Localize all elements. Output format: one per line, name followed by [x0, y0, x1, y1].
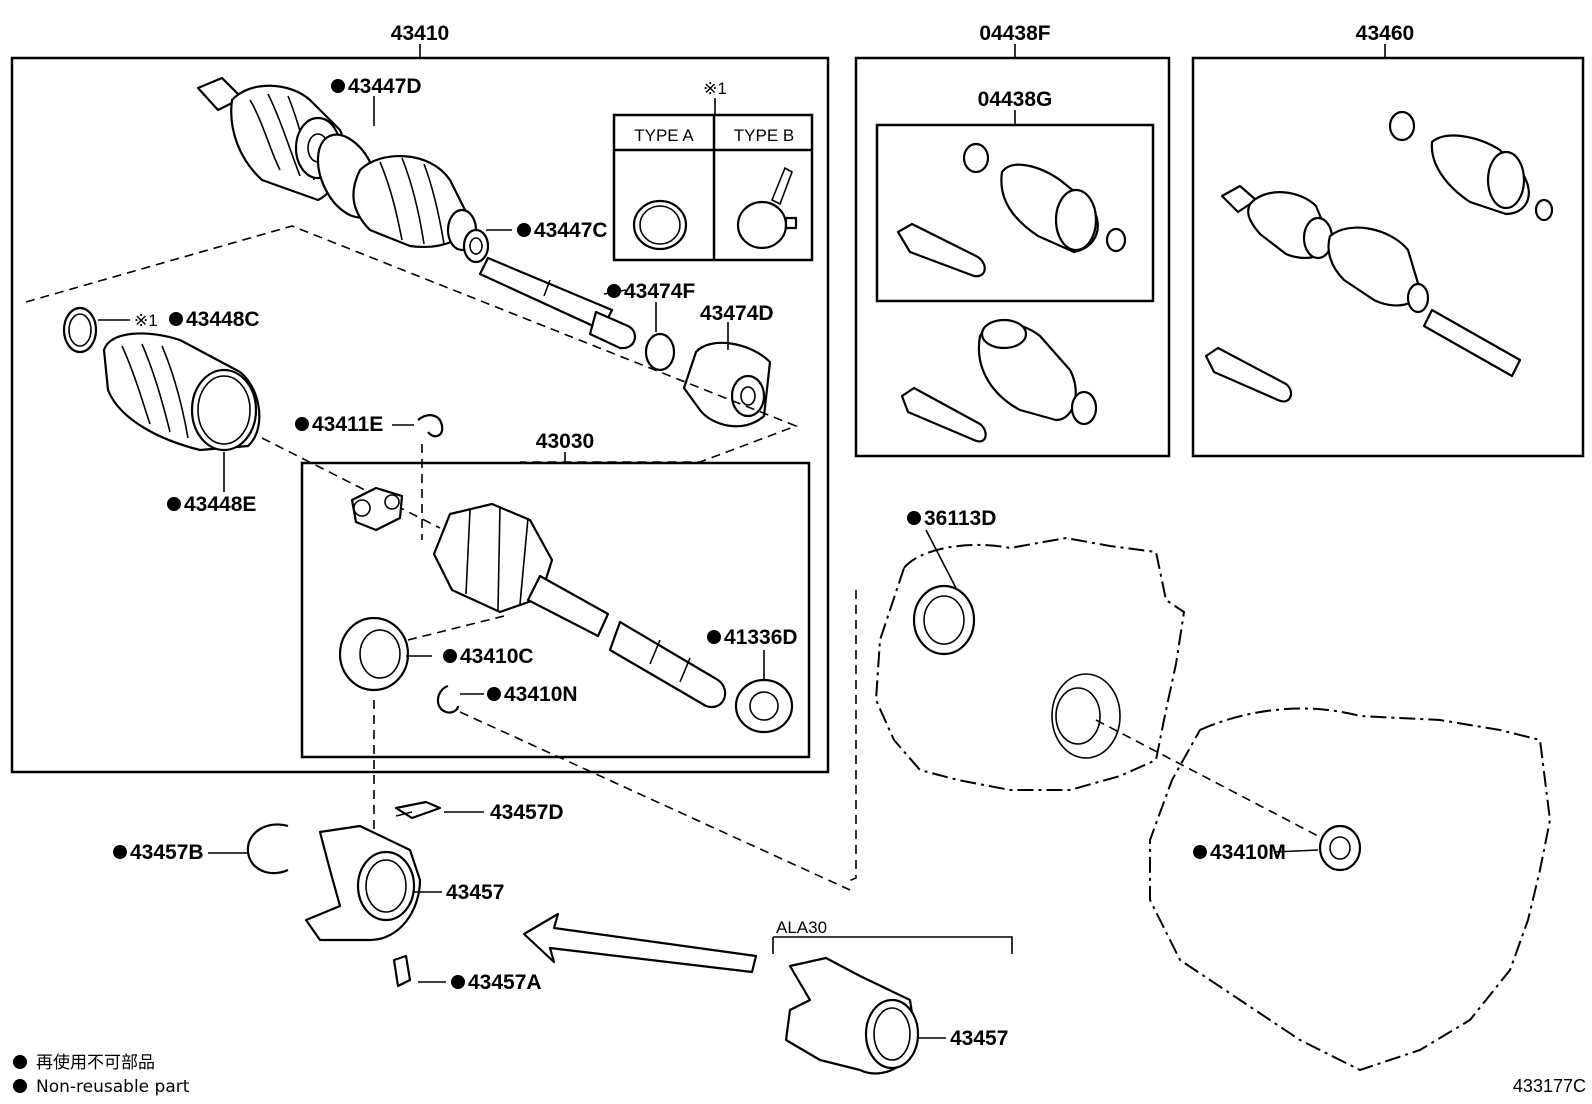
label-43447C: 43447C: [534, 219, 608, 242]
assembly-leaders: [419, 44, 1386, 954]
frame-04438F: [854, 56, 1171, 458]
label-36113D: 36113D: [924, 507, 996, 530]
non-reusable-dot: [451, 975, 465, 989]
label-43410C: 43410C: [460, 645, 534, 668]
non-reusable-dot: [113, 845, 127, 859]
part-labels: 43447D 43447C ※1 43448C 43474F 43474D 43…: [113, 75, 1286, 1050]
part-leaders: [98, 96, 1319, 1039]
label-43410N: 43410N: [504, 683, 578, 706]
legend-dot-icon: [13, 1079, 27, 1093]
legend: 再使用不可部品 Non-reusable part: [13, 1052, 190, 1097]
label-43410M: 43410M: [1210, 841, 1286, 864]
non-reusable-dot: [707, 630, 721, 644]
label-41336D: 41336D: [724, 626, 798, 649]
clamp-type-b-icon: [736, 200, 788, 250]
drive-shaft-illustration: [196, 76, 772, 428]
bracket-illustrations: [246, 800, 920, 1075]
label-43457: 43457: [446, 881, 504, 904]
frame-43460: [1191, 56, 1585, 458]
label-43030: 43030: [536, 430, 594, 453]
non-reusable-dot: [167, 497, 181, 511]
clamp-type-a-label: TYPE A: [634, 126, 694, 145]
assembly-labels: 43410 04438F 04438G 43460 43030 ALA30: [391, 22, 1414, 937]
label-43448C: 43448C: [186, 308, 260, 331]
non-reusable-dot: [1193, 845, 1207, 859]
clamp-type-labels: ※1 TYPE A TYPE B: [634, 79, 794, 145]
non-reusable-dot: [907, 511, 921, 525]
label-43448C-note: ※1: [134, 311, 158, 330]
inner-joint-illustration: [338, 414, 851, 891]
legend-dot-icon: [13, 1055, 27, 1069]
boot-kit-illustrations: [896, 142, 1127, 443]
label-43448E: 43448E: [184, 493, 256, 516]
non-reusable-dot: [331, 79, 345, 93]
frame-43030: [300, 461, 811, 759]
label-43447D: 43447D: [348, 75, 422, 98]
rh-shaft-illustration: [1204, 110, 1554, 403]
legend-jp: 再使用不可部品: [36, 1052, 155, 1073]
non-reusable-dot: [607, 284, 621, 298]
label-43474F: 43474F: [624, 280, 695, 303]
label-43457B: 43457B: [130, 841, 204, 864]
non-reusable-dot: [443, 649, 457, 663]
label-04438F: 04438F: [979, 22, 1050, 45]
boot-group-outline: [25, 225, 799, 463]
clamp-type-icons: [632, 166, 798, 251]
label-43474D: 43474D: [700, 302, 774, 325]
label-04438G: 04438G: [978, 88, 1053, 111]
label-ALA30: ALA30: [776, 918, 827, 937]
label-43457D: 43457D: [490, 801, 564, 824]
label-43411E: 43411E: [312, 413, 383, 436]
arrow-icon: [522, 912, 758, 974]
non-reusable-dot: [487, 687, 501, 701]
clamp-type-a-icon: [632, 199, 688, 251]
label-43410: 43410: [391, 22, 449, 45]
legend-en: Non-reusable part: [36, 1077, 190, 1097]
transaxle-outline: [845, 536, 1552, 1072]
clamp-note-mark: ※1: [703, 79, 727, 98]
illustration-code: 433177C: [1513, 1076, 1586, 1096]
clamp-type-b-label: TYPE B: [734, 126, 794, 145]
non-reusable-dot: [295, 417, 309, 431]
non-reusable-dot: [517, 223, 531, 237]
label-43457A: 43457A: [468, 971, 542, 994]
non-reusable-dot: [169, 312, 183, 326]
label-43457-ala30: 43457: [950, 1027, 1008, 1050]
label-43460: 43460: [1356, 22, 1414, 45]
inboard-boot-illustration: [62, 306, 441, 529]
